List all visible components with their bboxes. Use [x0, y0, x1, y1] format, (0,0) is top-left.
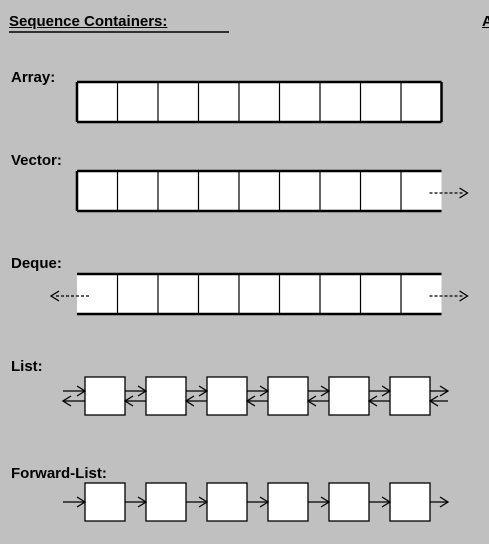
- forward-list-label: Forward-List:: [11, 465, 107, 482]
- list-next-arrowhead: [259, 385, 270, 397]
- forward_list-next-arrowhead: [381, 496, 392, 508]
- list-prev-arrowhead: [306, 395, 317, 407]
- list-tail-arrowhead: [439, 385, 450, 397]
- list-tail-prev-arrowhead: [428, 395, 439, 407]
- list-next-arrowhead: [198, 385, 209, 397]
- list-prev-arrowhead: [245, 395, 256, 407]
- forward_list-next-arrowhead: [320, 496, 331, 508]
- list-prev-arrowhead: [61, 395, 72, 407]
- forward_list-next-arrowhead: [137, 496, 148, 508]
- clipped-title-fragment: A: [482, 13, 489, 30]
- forward_list-node: [328, 482, 370, 522]
- vector-grow-back-arrowhead: [459, 187, 469, 199]
- forward_list-next-arrowhead: [259, 496, 270, 508]
- list-next-arrowhead: [137, 385, 148, 397]
- vector-strip: [77, 171, 442, 211]
- list-prev-arrowhead: [184, 395, 195, 407]
- list-label: List:: [11, 358, 43, 375]
- list-prev-arrowhead: [367, 395, 378, 407]
- forward_list-node: [389, 482, 431, 522]
- deque-grow-back-arrowhead: [459, 290, 469, 302]
- list-node: [145, 376, 187, 416]
- forward_list-next-arrowhead: [76, 496, 87, 508]
- array-label: Array:: [11, 69, 56, 86]
- list-next-arrowhead: [76, 385, 87, 397]
- deque-strip: [77, 274, 442, 314]
- deque-grow-front-arrowhead: [49, 290, 60, 302]
- array-strip: [77, 82, 442, 122]
- list-node: [328, 376, 370, 416]
- deque-label: Deque:: [11, 255, 62, 272]
- forward_list-node: [206, 482, 248, 522]
- list-node: [84, 376, 126, 416]
- forward_list-tail-arrowhead: [439, 496, 450, 508]
- list-prev-arrowhead: [123, 395, 134, 407]
- list-next-arrowhead: [381, 385, 392, 397]
- list-node: [267, 376, 309, 416]
- forward_list-next-arrowhead: [198, 496, 209, 508]
- list-node: [389, 376, 431, 416]
- forward_list-node: [267, 482, 309, 522]
- diagram-title: Sequence Containers:: [9, 13, 168, 30]
- forward_list-node: [145, 482, 187, 522]
- list-next-arrowhead: [320, 385, 331, 397]
- list-node: [206, 376, 248, 416]
- forward_list-node: [84, 482, 126, 522]
- vector-label: Vector:: [11, 152, 62, 169]
